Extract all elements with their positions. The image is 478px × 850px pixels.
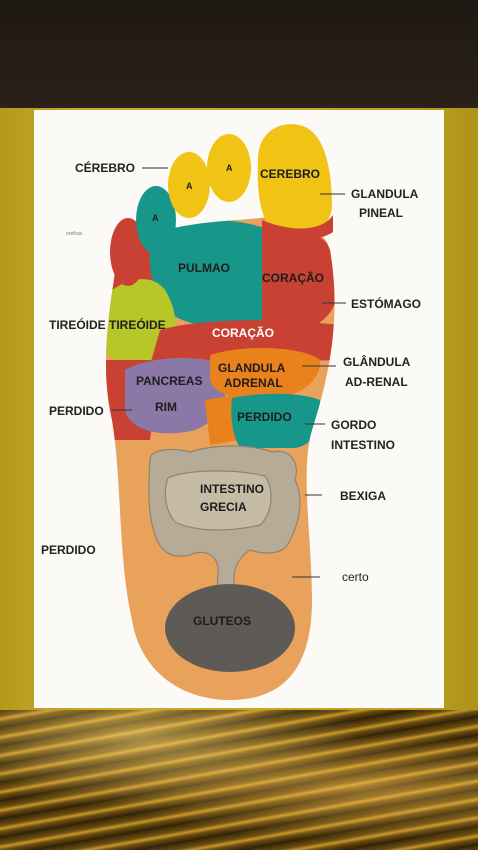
zone-perdido-teal	[231, 393, 321, 448]
label-bexiga: BEXIGA	[340, 489, 386, 503]
toe-big-red	[262, 215, 333, 240]
toe-5	[110, 218, 146, 286]
toe-4	[136, 186, 176, 254]
toe-3	[168, 152, 210, 218]
label-certo: certo	[342, 570, 369, 584]
zone-gluteos	[165, 584, 295, 672]
label-toe-a-1: A	[152, 213, 159, 223]
toe-2	[207, 134, 251, 202]
label-intestino-grecia-1: INTESTINO	[200, 482, 264, 496]
label-coracao-upper: CORAÇÃO	[262, 270, 324, 285]
label-glandula-adrenal-2: ADRENAL	[224, 376, 283, 390]
label-glandula-pineal-1: GLANDULA	[351, 187, 419, 201]
label-cerebro-toe: CEREBRO	[260, 167, 320, 181]
label-glandula-adrenal-right-2: AD-RENAL	[345, 375, 408, 389]
label-toe-a-2: A	[186, 181, 193, 191]
label-glandula-adrenal-right-1: GLÂNDULA	[343, 354, 411, 369]
label-perdido-bottom-left: PERDIDO	[41, 543, 96, 557]
label-tireoide: TIREÓIDE TIREÓIDE	[49, 317, 166, 332]
zone-adrenal	[210, 348, 321, 401]
label-rim: RIM	[155, 400, 177, 414]
toe-big	[257, 124, 332, 237]
top-dark-bar	[0, 0, 478, 108]
label-perdido-inner: PERDIDO	[237, 410, 292, 424]
label-gordo-intestino-2: INTESTINO	[331, 438, 395, 452]
label-cerebro-left: CÉREBRO	[75, 160, 135, 175]
label-pancreas: PANCREAS	[136, 374, 202, 388]
label-gluteos: GLUTEOS	[193, 614, 251, 628]
gold-glitter-background	[0, 710, 478, 850]
label-glandula-pineal-2: PINEAL	[359, 206, 403, 220]
label-estomago: ESTÓMAGO	[351, 296, 421, 311]
label-perdido-left: PERDIDO	[49, 404, 104, 418]
label-toe-a-3: A	[226, 163, 233, 173]
intestine-coil	[148, 445, 301, 595]
label-gordo-intestino-1: GORDO	[331, 418, 376, 432]
zone-pulmao	[149, 219, 270, 327]
label-intestino-grecia-2: GRECIA	[200, 500, 247, 514]
label-tiny-left: orelhas	[66, 231, 83, 237]
label-pulmao: PULMAO	[178, 261, 230, 275]
zone-coracao-upper	[262, 224, 335, 330]
zone-orange-lower	[205, 395, 240, 445]
label-coracao-lower: CORAÇÃO	[212, 325, 274, 340]
zone-pancreas-rim	[125, 358, 228, 434]
label-glandula-adrenal-1: GLANDULA	[218, 361, 286, 375]
